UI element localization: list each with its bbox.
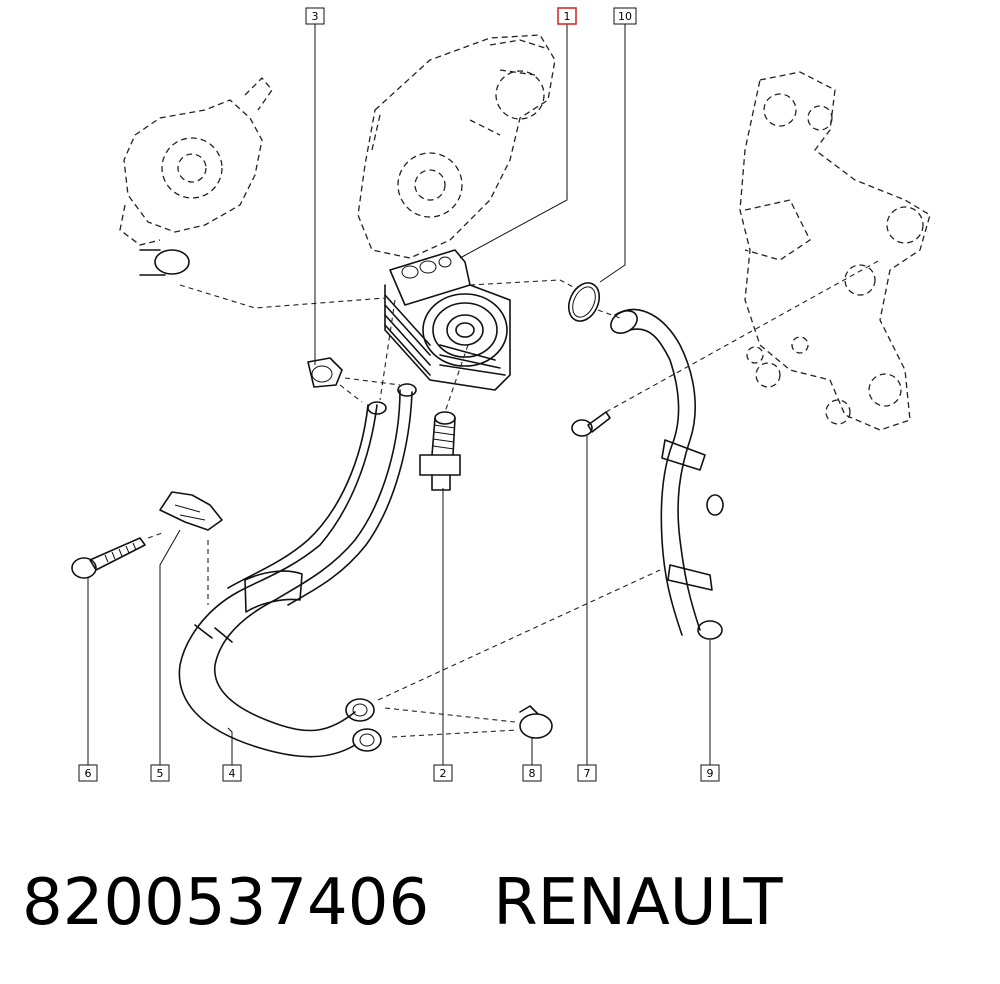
callout-2: 2 (433, 764, 453, 782)
svg-text:6: 6 (85, 767, 92, 780)
oil-cooler-pipes (178, 383, 417, 758)
svg-text:3: 3 (312, 10, 319, 23)
callout-3: 3 (305, 7, 325, 25)
callout-9: 9 (700, 764, 720, 782)
brand-name: RENAULT (493, 866, 783, 940)
svg-text:2: 2 (440, 767, 447, 780)
timing-cover-outline (357, 34, 556, 259)
callout-6: 6 (78, 764, 98, 782)
callout-1: 1 (557, 7, 577, 25)
part-number: 8200537406 (22, 866, 430, 940)
callout-5: 5 (150, 764, 170, 782)
callout-4: 4 (222, 764, 242, 782)
callout-7: 7 (577, 764, 597, 782)
svg-text:10: 10 (618, 10, 632, 23)
leader-lines (87, 24, 711, 765)
flange-bolt (71, 537, 146, 579)
hose-clamp-upper (307, 357, 343, 388)
svg-text:7: 7 (584, 767, 591, 780)
assembly-lines (147, 259, 881, 738)
small-bolt (571, 411, 611, 437)
svg-text:1: 1 (564, 10, 571, 23)
oil-cooler (384, 249, 511, 391)
svg-text:8: 8 (529, 767, 536, 780)
engine-mount-bracket-outline (739, 71, 931, 431)
callout-8: 8 (522, 764, 542, 782)
threaded-union (419, 411, 461, 491)
water-pump-outline (119, 77, 273, 276)
pipe-bracket (159, 491, 223, 531)
svg-text:4: 4 (229, 767, 236, 780)
svg-text:5: 5 (157, 767, 164, 780)
o-ring (567, 282, 601, 322)
svg-text:9: 9 (707, 767, 714, 780)
hose-clamp-lower (519, 705, 553, 739)
water-outlet-pipe (610, 308, 724, 640)
callout-10: 10 (613, 7, 637, 25)
part-caption: 8200537406 RENAULT (22, 858, 982, 948)
